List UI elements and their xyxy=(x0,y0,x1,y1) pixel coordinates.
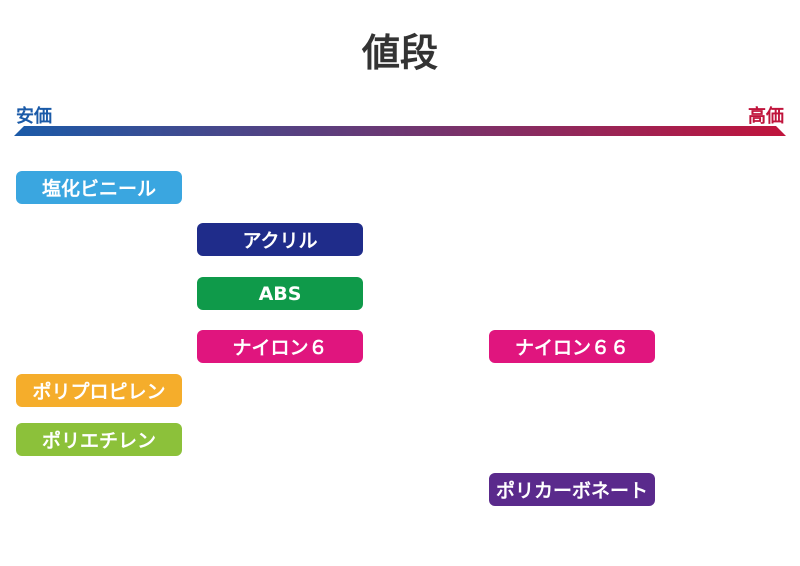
scale-high-label: 高価 xyxy=(748,106,784,127)
material-pvc: 塩化ビニール xyxy=(16,171,182,204)
material-abs: ABS xyxy=(197,277,363,310)
price-scale-arrow xyxy=(14,126,786,136)
material-acrylic: アクリル xyxy=(197,223,363,256)
material-nylon6: ナイロン６ xyxy=(197,330,363,363)
material-polycarbonate: ポリカーボネート xyxy=(489,473,655,506)
material-nylon66: ナイロン６６ xyxy=(489,330,655,363)
page-title: 値段 xyxy=(361,31,438,75)
scale-low-label: 安価 xyxy=(16,106,52,127)
material-polypropylene: ポリプロピレン xyxy=(16,374,182,407)
material-polyethylene: ポリエチレン xyxy=(16,423,182,456)
